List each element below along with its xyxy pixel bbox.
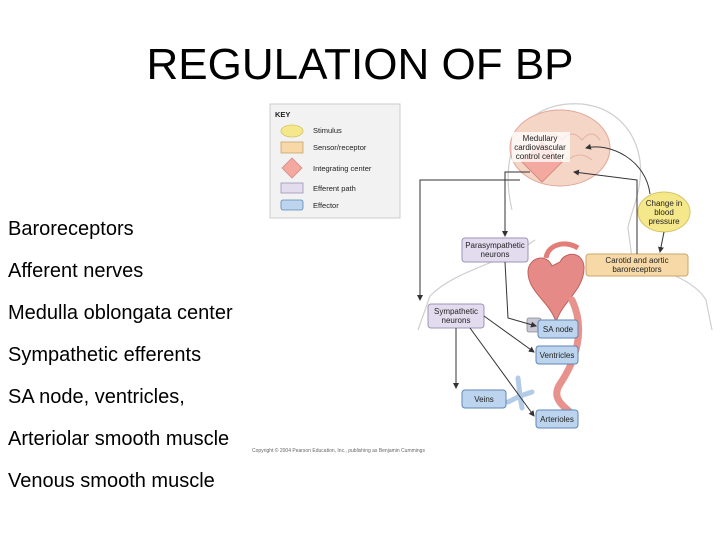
ventricles-label: Ventricles [540, 351, 575, 360]
pathway-arrows [417, 143, 665, 417]
medulla-label-line3: control center [516, 152, 565, 161]
parasympathetic-label-line2: neurons [481, 250, 510, 259]
vein-icon [505, 375, 535, 411]
sympathetic-label-line2: neurons [442, 316, 471, 325]
bullet-list: Baroreceptors Afferent nerves Medulla ob… [8, 208, 233, 502]
veins-box [461, 389, 507, 409]
sa-node-box [537, 319, 579, 339]
parasympathetic-neurons-box [461, 237, 529, 263]
medulla-label-line1: Medullary [523, 134, 558, 143]
key-heading: KEY [275, 110, 290, 119]
stimulus-label-line3: pressure [648, 217, 680, 226]
sensor-label-line1: Carotid and aortic [605, 256, 668, 265]
parasympathetic-label-line1: Parasympathetic [465, 241, 525, 250]
bullet-medulla: Medulla oblongata center [8, 302, 233, 324]
stimulus-label-line2: blood [654, 208, 674, 217]
key-sensor-label: Sensor/receptor [313, 143, 367, 152]
veins-label: Veins [474, 395, 494, 404]
ventricles-box [535, 345, 579, 365]
sensor-label-line2: baroreceptors [612, 265, 661, 274]
key-sensor-swatch [280, 141, 304, 154]
bullet-sa-node-ventricles: SA node, ventricles, [8, 386, 185, 408]
arterioles-box [535, 409, 579, 429]
bullet-sympathetic-efferents: Sympathetic efferents [8, 344, 202, 366]
key-effector-swatch [280, 199, 304, 211]
bullet-afferent-nerves: Afferent nerves [8, 260, 144, 282]
bullet-baroreceptors: Baroreceptors [8, 218, 134, 240]
bullet-venous-muscle: Venous smooth muscle [8, 470, 215, 492]
key-integrating-swatch [281, 157, 303, 179]
key-panel: KEY Stimulus Sensor/receptor Integrating… [269, 103, 401, 219]
key-stimulus-swatch [280, 124, 304, 138]
key-integrating-label: Integrating center [313, 164, 372, 173]
sympathetic-label-line1: Sympathetic [434, 307, 478, 316]
copyright-text: Copyright © 2004 Pearson Education, Inc.… [252, 447, 425, 454]
stimulus-label-line1: Change in [646, 199, 682, 208]
arterioles-label: Arterioles [540, 415, 574, 424]
sa-node-label: SA node [543, 325, 574, 334]
key-stimulus-label: Stimulus [313, 126, 342, 135]
key-effector-label: Effector [313, 201, 339, 210]
bullet-arteriolar-muscle: Arteriolar smooth muscle [8, 428, 230, 450]
key-efferent-label: Efferent path [313, 184, 356, 193]
slide-title: REGULATION OF BP [146, 40, 574, 89]
medulla-label-line2: cardiovascular [514, 143, 566, 152]
key-efferent-swatch [280, 182, 304, 194]
